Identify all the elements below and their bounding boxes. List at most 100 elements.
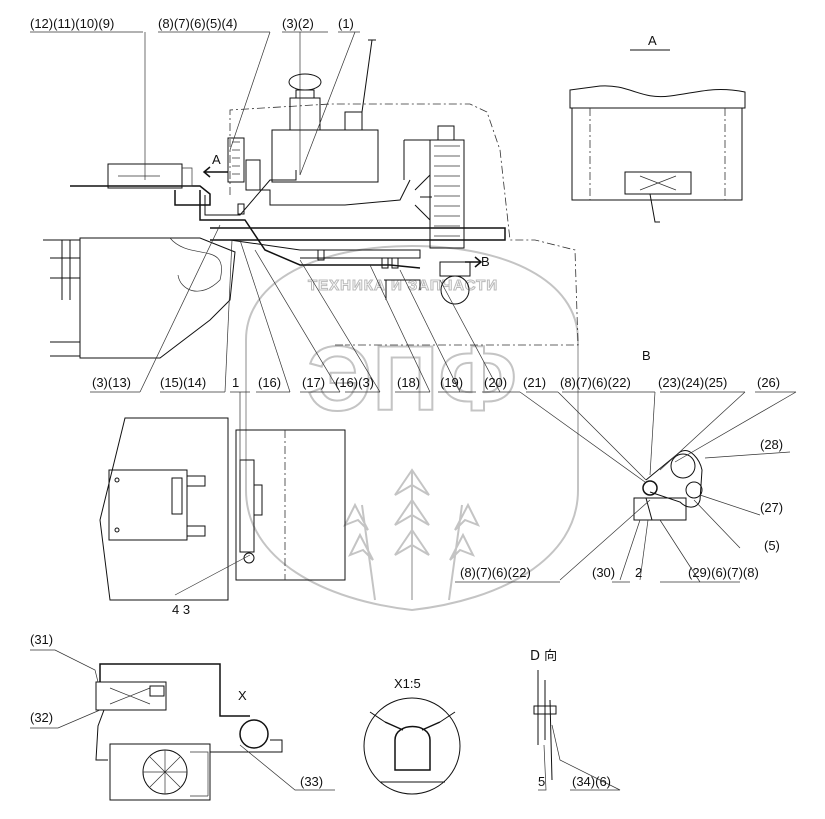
filter-drier [245,159,261,191]
ac-hose-return [204,170,297,216]
view-b: B [633,348,703,521]
evaporator-ports [187,475,206,537]
view-d-bracket [537,670,553,781]
view-a-body [571,108,743,201]
refrigerant-circuit: X [95,663,283,801]
ac-hose-main [199,190,421,269]
callout-23-24-25: (23)(24)(25) [658,375,727,390]
leader-lines [30,31,797,791]
compressor-pulley [642,480,658,496]
belt [645,450,703,508]
view-d-title: D 向 [530,648,557,664]
pipe-clamps [237,203,399,269]
evaporator-box [108,469,188,541]
callout-16-3: (16)(3) [335,375,374,390]
radiator-hose [403,139,430,180]
view-b-arrow-label: B [481,254,490,269]
callouts-right: (28) (27) (5) (30) 2 (29)(6)(7)(8) (8)(7… [460,437,783,580]
callout-29-6-7-8: (29)(6)(7)(8) [688,565,759,580]
exhaust-pipe [361,39,376,113]
front-hood [79,237,236,359]
watermark-logo-ring [245,244,579,612]
detail-x: X1:5 [363,676,461,795]
detail-x-compressor [394,725,431,771]
evaporator-vent [171,477,183,515]
suction-line [99,663,250,717]
callout-26: (26) [757,375,780,390]
condenser-core [227,137,245,183]
evaporator-bolt-1 [114,477,120,483]
callout-1: (1) [338,16,354,31]
callout-34-6: (34)(6) [572,774,611,789]
callout-30: (30) [592,565,615,580]
engine-block [271,129,379,183]
view-a-pillars [589,108,726,200]
discharge-line [95,709,283,761]
callout-17: (17) [302,375,325,390]
evaporator-bolt-2 [114,527,120,533]
evaporator-unit-valve [149,685,165,697]
callout-3-2: (3)(2) [282,16,314,31]
drier-bottle [243,552,255,564]
evaporator-unit-cross [109,687,151,705]
callout-15-14: (15)(14) [160,375,206,390]
callout-5b: 5 [538,774,545,789]
view-a-arrow-label: A [212,152,221,167]
air-cleaner-cap [288,73,322,91]
compressor-bracket [439,261,471,277]
view-a-heater [624,171,692,195]
engine-platform [70,185,211,206]
callout-16: (16) [258,375,281,390]
view-a-arrow [202,166,228,178]
detail-x-title: X1:5 [394,676,421,691]
main-view: A B [43,39,579,359]
callouts-bottom: 4 3 (31) (32) (33) 5 (34)(6) [30,602,611,789]
view-a-roof [569,85,746,109]
callout-28: (28) [760,437,783,452]
mark-x: X [238,688,247,703]
callout-3-13: (3)(13) [92,375,131,390]
callout-31: (31) [30,632,53,647]
watermark-logo-letters: ЭПФ [307,328,517,430]
callout-33: (33) [300,774,323,789]
heater-box-fittings [118,167,193,187]
view-d-clamp [533,705,557,715]
callout-18: (18) [397,375,420,390]
detail-x-circle [363,697,461,795]
front-hood-inner [169,237,222,292]
view-a-title: A [648,33,657,48]
callout-8-7-6-22b: (8)(7)(6)(22) [460,565,531,580]
callout-19: (19) [440,375,463,390]
condenser-fan-unit [109,743,211,801]
callout-2: 2 [635,565,642,580]
condenser-motor [254,484,263,516]
cab-outline [229,103,579,346]
evaporator-unit [95,681,167,711]
callouts-top: (12)(11)(10)(9) (8)(7)(6)(5)(4) (3)(2) (… [30,16,354,31]
condenser-fan-blades [143,750,187,794]
watermark-text: ТЕХНИКА И ЗАПЧАСТИ [308,277,498,294]
callout-20: (20) [484,375,507,390]
compressor-small [239,719,269,749]
frame-rail [229,239,421,259]
view-a-heater-cross [639,175,677,191]
header-fingers [43,239,80,357]
wheat-ear-left [342,502,376,601]
tension-pulley [685,481,703,499]
callout-5: (5) [764,538,780,553]
mount-bolt [645,497,653,521]
callout-4-3: 4 3 [172,602,190,617]
intake-pipe [344,111,363,130]
callouts-mid: (3)(13) (15)(14) 1 (16) (17) (16)(3) (18… [92,375,780,390]
callout-1b: 1 [232,375,239,390]
callout-21: (21) [523,375,546,390]
radiator-fins [434,145,460,237]
condenser-side [239,459,255,553]
cab-panel-side [99,417,229,601]
view-d: D 向 [530,648,557,781]
cab-panel-front [235,429,346,581]
callout-12-11-10-9: (12)(11)(10)(9) [30,16,114,31]
wheat-ear-right [448,502,481,601]
